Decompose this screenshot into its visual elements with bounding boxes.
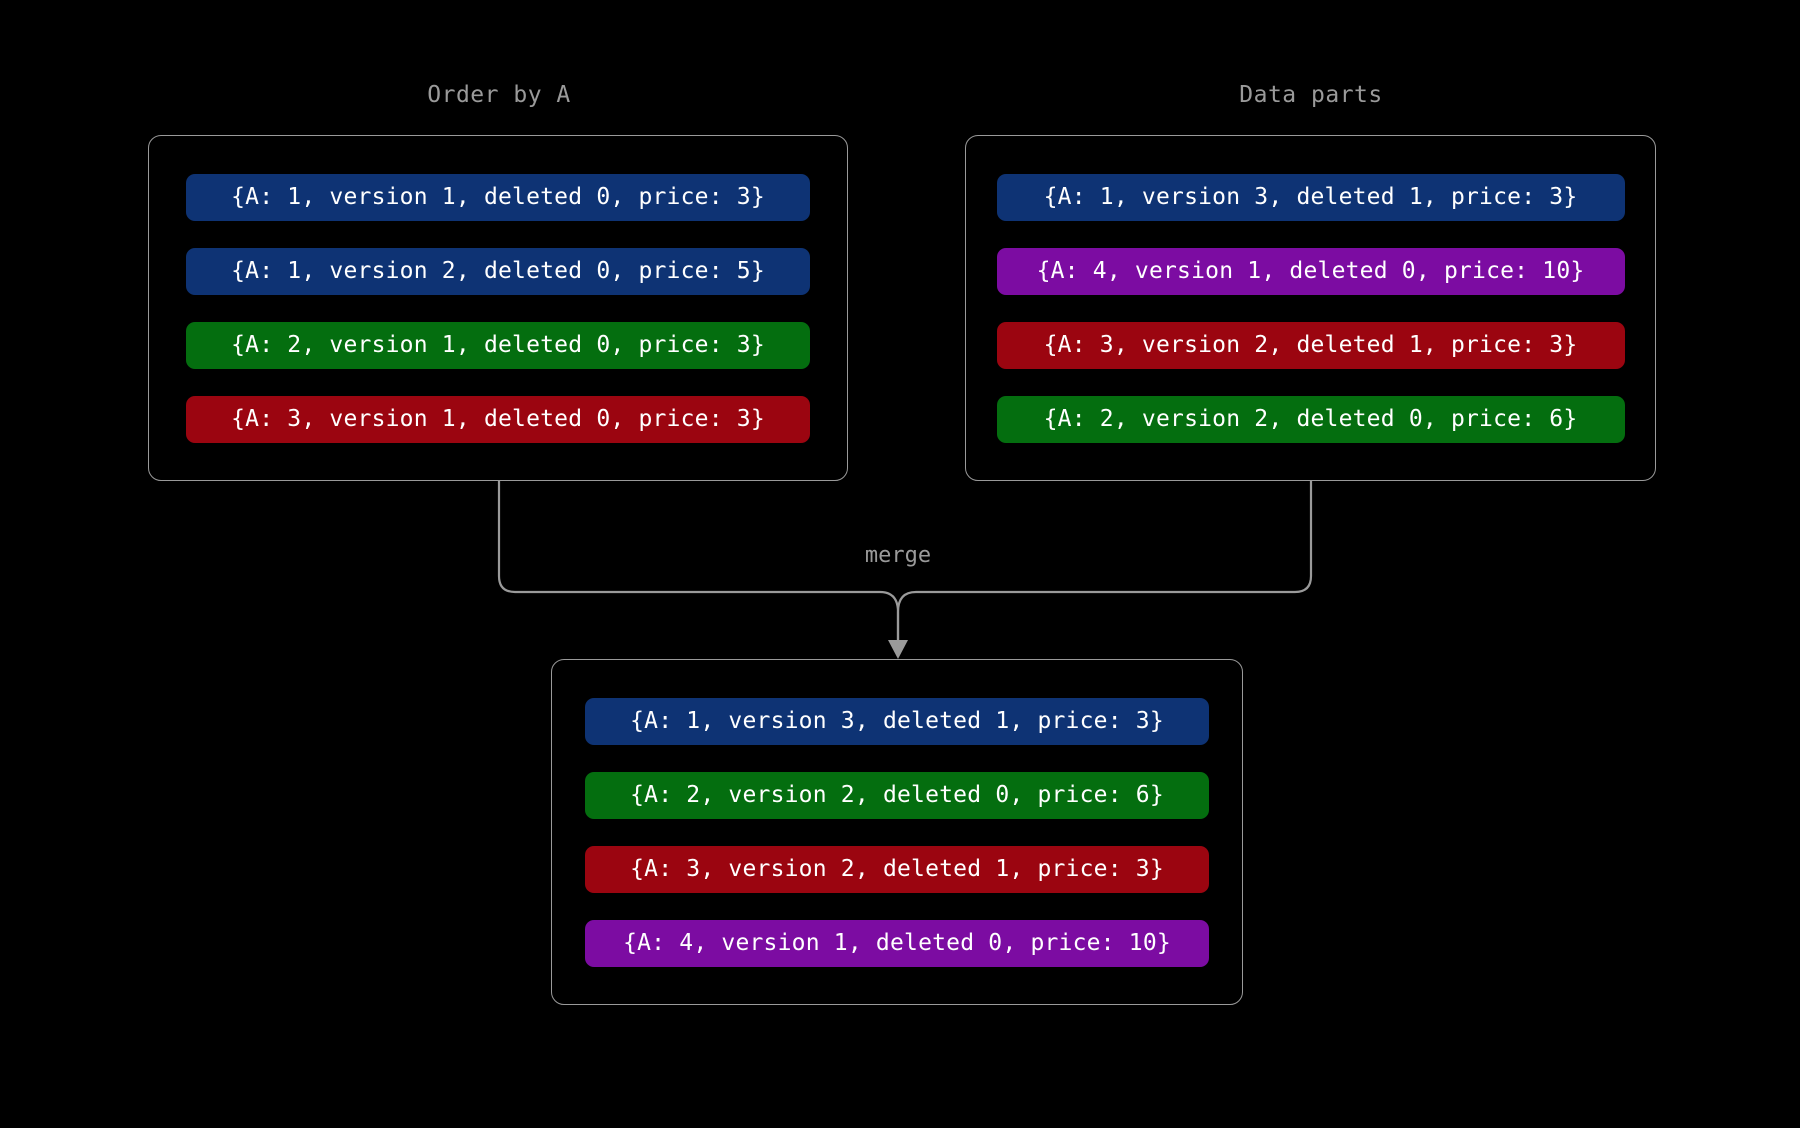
- panel-data-parts: {A: 1, version 3, deleted 1, price: 3} {…: [965, 135, 1656, 481]
- panel-merged-result: {A: 1, version 3, deleted 1, price: 3} {…: [551, 659, 1243, 1005]
- record-chip[interactable]: {A: 1, version 2, deleted 0, price: 5}: [186, 247, 810, 295]
- record-chip[interactable]: {A: 1, version 1, deleted 0, price: 3}: [186, 173, 810, 221]
- record-chip[interactable]: {A: 4, version 1, deleted 0, price: 10}: [585, 919, 1209, 967]
- connector-path-left: [497, 481, 900, 648]
- group-title-parts: Data parts: [1239, 82, 1383, 108]
- panel-parts-records: {A: 1, version 3, deleted 1, price: 3} {…: [966, 173, 1655, 443]
- record-chip[interactable]: {A: 3, version 2, deleted 1, price: 3}: [996, 321, 1625, 369]
- panel-order-records: {A: 1, version 1, deleted 0, price: 3} {…: [149, 173, 847, 443]
- record-chip[interactable]: {A: 4, version 1, deleted 0, price: 10}: [996, 247, 1625, 295]
- record-chip[interactable]: {A: 2, version 2, deleted 0, price: 6}: [996, 395, 1625, 443]
- panel-order-by-a: {A: 1, version 1, deleted 0, price: 3} {…: [148, 135, 848, 481]
- record-chip[interactable]: {A: 3, version 1, deleted 0, price: 3}: [186, 395, 810, 443]
- record-chip[interactable]: {A: 1, version 3, deleted 1, price: 3}: [996, 173, 1625, 221]
- record-chip[interactable]: {A: 2, version 2, deleted 0, price: 6}: [585, 771, 1209, 819]
- connector-path-right: [896, 481, 1313, 648]
- arrowhead-icon: [888, 640, 908, 659]
- group-title-order: Order by A: [427, 82, 571, 108]
- record-chip[interactable]: {A: 2, version 1, deleted 0, price: 3}: [186, 321, 810, 369]
- panel-merged-records: {A: 1, version 3, deleted 1, price: 3} {…: [552, 697, 1242, 967]
- record-chip[interactable]: {A: 1, version 3, deleted 1, price: 3}: [585, 697, 1209, 745]
- merge-label: merge: [864, 543, 932, 568]
- record-chip[interactable]: {A: 3, version 2, deleted 1, price: 3}: [585, 845, 1209, 893]
